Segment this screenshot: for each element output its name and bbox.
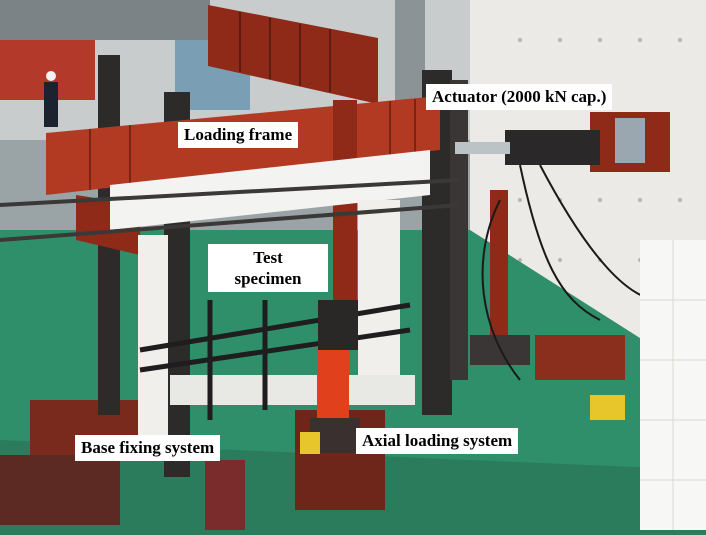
label-axial-loading-system: Axial loading system: [356, 428, 519, 454]
instrumentation-frame: [139, 300, 411, 420]
foreground-tile-grid: [640, 240, 706, 530]
base-plate-front: [0, 455, 120, 525]
label-actuator: Actuator (2000 kN cap.): [426, 84, 613, 110]
label-loading-frame: Loading frame: [178, 122, 299, 148]
label-test-specimen: Test specimen: [208, 244, 328, 292]
actuator-support-stand: [490, 190, 508, 340]
yellow-equipment-front: [300, 432, 320, 454]
specimen-column-left: [138, 235, 168, 435]
actuator-mount-plate: [615, 118, 645, 163]
worker-background-head: [46, 71, 56, 81]
tie-rods: [0, 178, 461, 242]
frame-column-right-rear: [450, 80, 468, 380]
label-test-specimen-line2: specimen: [234, 269, 302, 288]
label-base-fixing-system: Base fixing system: [75, 435, 221, 461]
specimen-bottom-beam: [170, 375, 415, 405]
base-plate-right: [535, 335, 625, 380]
actuator-body: [505, 130, 600, 165]
specimen-column-right: [358, 200, 400, 390]
top-crossbeam-stiffeners: [239, 12, 331, 92]
label-test-specimen-line1: Test: [253, 248, 283, 267]
worker-background-body: [44, 82, 58, 127]
yellow-equipment-right: [590, 395, 625, 420]
worker-front: [205, 460, 245, 530]
actuator-rod: [455, 142, 510, 154]
overhead-beam-grey: [0, 0, 210, 40]
axial-jack-cylinder: [317, 350, 349, 420]
top-crossbeam: [208, 5, 378, 104]
axial-jack-top: [318, 300, 358, 350]
loading-beam-stiffeners: [89, 99, 416, 190]
